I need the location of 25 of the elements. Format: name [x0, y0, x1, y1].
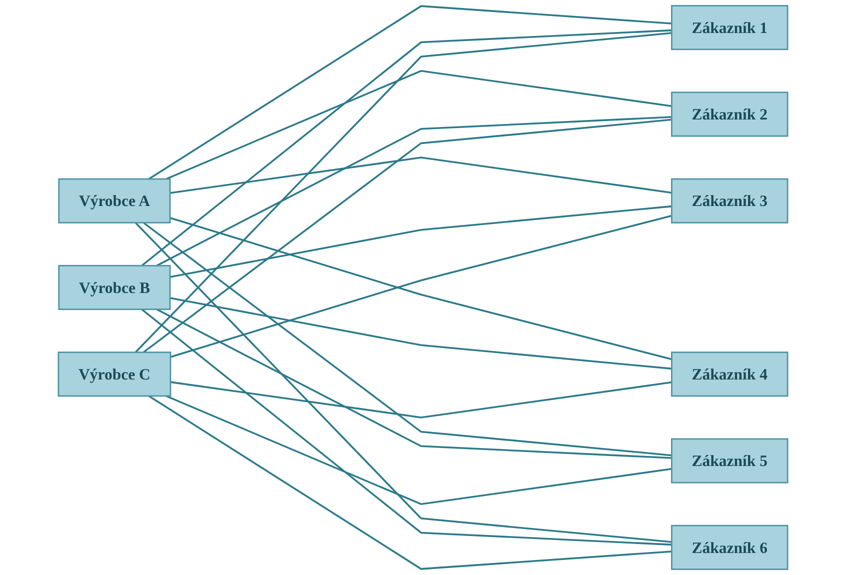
connector: [134, 222, 672, 543]
node-box: Zákazník 4: [671, 352, 788, 397]
connector: [156, 116, 672, 266]
connector: [170, 381, 672, 418]
connector: [142, 222, 672, 456]
connector: [148, 5, 672, 180]
node-box: Zákazník 3: [671, 178, 788, 224]
connector: [170, 297, 672, 370]
node-box: Výrobce A: [58, 178, 171, 224]
connector: [166, 70, 672, 180]
connector: [166, 395, 672, 506]
connector: [170, 205, 672, 278]
connector: [134, 32, 672, 353]
connector: [142, 118, 672, 354]
node-box: Zákazník 6: [671, 524, 788, 570]
connector: [156, 308, 672, 459]
connector: [148, 395, 672, 570]
connector: [170, 156, 672, 194]
connector: [141, 308, 672, 546]
node-box: Výrobce C: [58, 352, 172, 397]
node-box: Zákazník 1: [671, 5, 788, 50]
node-box: Výrobce B: [58, 264, 171, 310]
node-box: Zákazník 2: [671, 92, 788, 137]
connector: [141, 29, 672, 266]
node-box: Zákazník 5: [671, 438, 788, 484]
